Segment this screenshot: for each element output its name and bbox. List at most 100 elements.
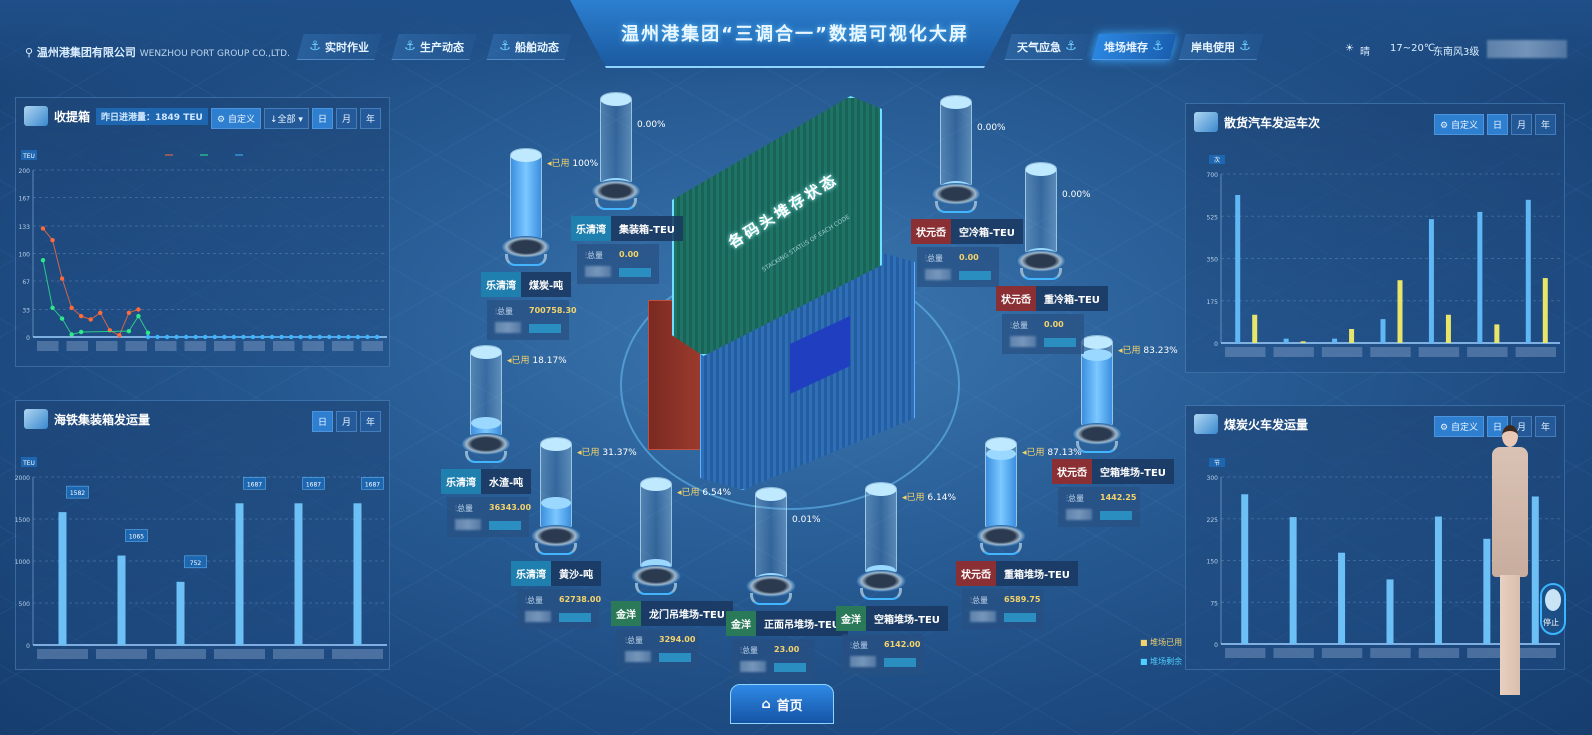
blurred-value [585,266,611,277]
used-label: ◂已用 [677,488,700,498]
tank-percent: ◂已用 31.37% [577,445,637,458]
day-button[interactable]: 日 [311,108,333,129]
total-value: 23.00 [774,645,800,654]
nav-shore-power[interactable]: 岸电使用⚓ [1178,34,1264,60]
used-label: ◂已用 [1022,448,1045,458]
filter-dropdown[interactable]: ↓全部 ▾ [264,108,309,129]
bar [1525,199,1531,343]
month-button[interactable]: 月 [335,108,357,129]
year-button[interactable]: 年 [1534,416,1556,437]
total-value: 6589.75 [1004,595,1041,604]
nav-realtime[interactable]: ⚓实时作业 [296,34,382,60]
tank-cylinder [985,437,1017,532]
data-label-box [66,485,89,499]
year-button[interactable]: 年 [359,108,381,129]
title-banner: 温州港集团“三调合一”数据可视化大屏 [570,0,1020,68]
tank-cylinder [510,148,542,243]
total-label: ⫶总量 [1010,321,1028,330]
year-button[interactable]: 年 [359,411,381,432]
bar [1477,211,1483,343]
company-label: 乐清湾 [511,561,551,586]
x-tick-label-blurred [96,649,147,659]
tank-percent: ◂已用 6.14% [902,490,956,503]
y-tick-label: 1500 [15,517,30,524]
data-point [40,257,46,263]
data-label: 1582 [70,490,85,497]
stop-avatar-button[interactable]: 停止 [1540,583,1566,635]
unit-label: TEU [22,153,35,160]
custom-button[interactable]: ⚙ 自定义 [1434,416,1484,437]
type-label: 空冷箱-TEU [951,219,1023,244]
x-tick-label-blurred [214,341,236,351]
y-tick-label: 33 [22,307,30,314]
bar [294,503,303,645]
anchor-icon: ⚓ [1152,39,1164,54]
home-icon: ⌂ [761,696,771,712]
tank-cylinder [600,92,632,187]
unit-badge [1209,155,1225,164]
anchor-icon: ⚓ [1065,39,1077,54]
day-button[interactable]: 日 [311,411,333,432]
total-bar [959,271,991,280]
custom-button[interactable]: ⚙ 自定义 [1434,114,1484,135]
month-button[interactable]: 月 [1510,114,1532,135]
custom-button[interactable]: ⚙ 自定义 [211,108,261,129]
x-tick-label-blurred [273,341,295,351]
nav-weather[interactable]: 天气应急⚓ [1004,34,1090,60]
y-tick-label: 75 [1210,600,1218,607]
year-button[interactable]: 年 [1534,114,1556,135]
period-controls: ⚙ 自定义 ↓全部 ▾ 日 月 年 [211,108,381,129]
avatar [1545,589,1561,611]
company-label: 金洋 [611,601,641,626]
nav-production[interactable]: ⚓生产动态 [391,34,477,60]
data-point [126,328,132,334]
data-point [174,334,179,340]
data-point [155,334,160,340]
data-point [288,334,294,340]
tank-tag: 乐清湾水渣-吨 [441,469,532,494]
tank-base [931,183,981,205]
data-point [374,334,380,340]
legend-label: 堆场已用 [1150,638,1183,647]
virtual-presenter [1488,425,1533,705]
tank-legs [635,583,677,595]
nav-label: 船舶动态 [514,40,559,54]
tank-base [501,236,551,258]
total-bar [774,663,806,672]
data-label-box [125,529,148,542]
type-label: 重冷箱-TEU [1036,286,1108,311]
tank-legs [935,201,977,213]
home-button[interactable]: ⌂首页 [730,684,834,724]
unit-badge [21,457,37,467]
used-label: ◂已用 [547,159,570,169]
panel-header: 煤炭火车发运量 [1194,412,1308,436]
tank-fill [1082,349,1112,429]
month-button[interactable]: 月 [335,411,357,432]
nav-yard-storage[interactable]: 堆场堆存⚓ [1091,34,1177,60]
x-tick-label-blurred [66,341,88,351]
x-tick-label-blurred [214,649,265,659]
total-label: ⫶总量 [525,596,543,605]
total-bar [1100,511,1132,520]
x-tick-label-blurred [37,649,88,659]
tank-cylinder [755,487,787,582]
data-point [145,334,151,340]
day-button[interactable]: 日 [1486,114,1508,135]
y-tick-label: 133 [19,224,31,231]
nav-ships[interactable]: ⚓船舶动态 [486,34,572,60]
